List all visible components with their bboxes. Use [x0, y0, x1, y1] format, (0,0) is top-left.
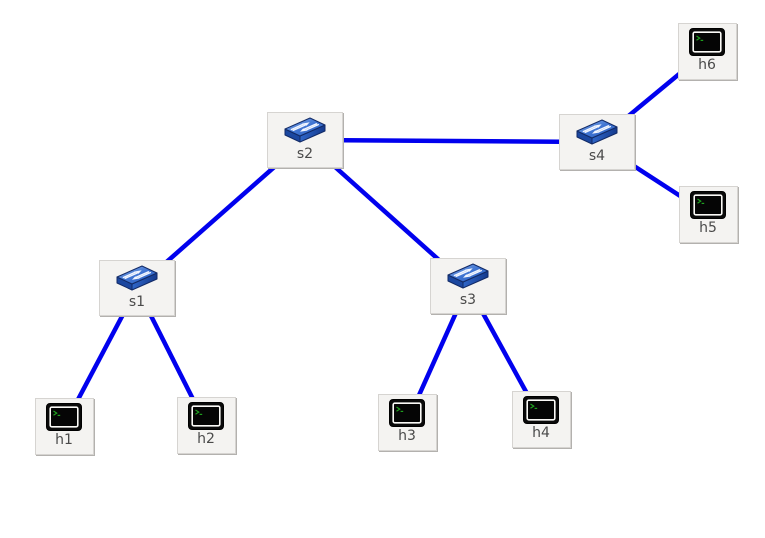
- node-label-s4: s4: [588, 148, 606, 164]
- node-label-s3: s3: [459, 292, 477, 308]
- switch-icon: [575, 118, 619, 147]
- node-label-h4: h4: [532, 424, 550, 441]
- host-terminal-icon: [689, 27, 725, 56]
- node-h1[interactable]: h1: [34, 397, 94, 455]
- node-label-h6: h6: [698, 56, 716, 73]
- host-terminal-icon: [188, 401, 224, 430]
- node-label-h2: h2: [197, 430, 215, 447]
- host-terminal-icon: [690, 190, 726, 219]
- node-label-h1: h1: [55, 431, 73, 448]
- node-label-h5: h5: [699, 219, 717, 236]
- switch-icon: [446, 262, 490, 291]
- node-s4[interactable]: s4: [559, 114, 635, 170]
- host-terminal-icon: [389, 398, 425, 427]
- node-s3[interactable]: s3: [430, 258, 506, 314]
- node-h6[interactable]: h6: [677, 22, 737, 80]
- node-label-s1: s1: [128, 294, 146, 310]
- switch-icon: [115, 264, 159, 293]
- node-s1[interactable]: s1: [99, 260, 175, 316]
- host-terminal-icon: [46, 402, 82, 431]
- node-label-s2: s2: [296, 146, 314, 162]
- node-h4[interactable]: h4: [511, 390, 571, 448]
- link-s2-s4[interactable]: [304, 137, 598, 145]
- host-terminal-icon: [523, 395, 559, 424]
- node-h5[interactable]: h5: [678, 185, 738, 243]
- node-s2[interactable]: s2: [267, 112, 343, 168]
- node-h3[interactable]: h3: [377, 393, 437, 451]
- node-label-h3: h3: [398, 427, 416, 444]
- switch-icon: [283, 116, 327, 145]
- node-h2[interactable]: h2: [176, 396, 236, 454]
